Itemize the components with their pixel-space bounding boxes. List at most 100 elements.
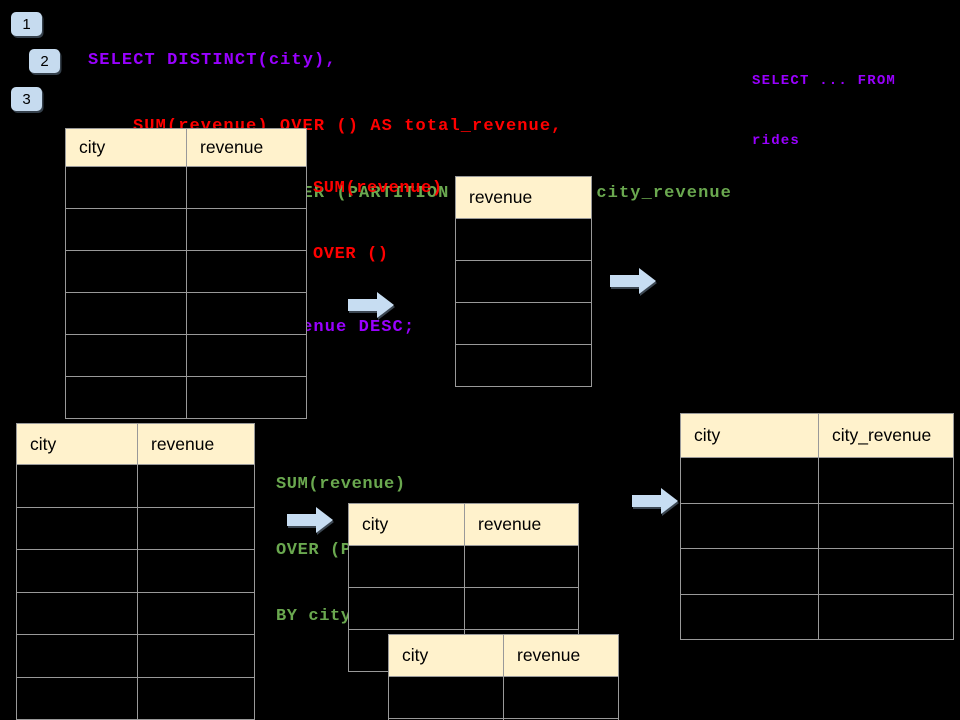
table-cell [66,293,186,334]
step-badge-3: 3 [11,87,42,111]
table-cell [17,465,137,507]
table-row [66,208,306,250]
table-row [389,677,618,718]
column-header-city-revenue: city_revenue [818,414,953,457]
table-cell [186,293,306,334]
table-cell [349,546,464,587]
table-cell [186,251,306,292]
column-header-city: city [362,514,389,534]
arrow-shaft [610,275,639,287]
table-cell [137,677,254,719]
table-cell [66,335,186,376]
table-cell [137,550,254,592]
arrow-shaft [348,299,377,311]
table-header-row: city revenue [17,424,254,465]
arrow-right-icon [348,292,394,318]
table-cell [17,508,137,550]
table-cell [389,677,503,718]
table-cell [681,504,818,549]
from-snippet-line-1: SELECT ... FROM [752,73,897,89]
column-header-revenue: revenue [137,424,254,464]
column-header-revenue: revenue [469,187,533,207]
table-header-row: revenue [456,177,591,219]
table-cell [818,503,953,548]
table-cell [17,550,137,592]
table-cell [818,458,953,503]
table-cell [456,303,591,344]
table-row [66,167,306,208]
table-cell [137,592,254,634]
column-header-city: city [694,425,721,445]
table-cell [456,219,591,260]
column-header-city: city [30,433,57,454]
table-cell [186,335,306,376]
table-cell [186,209,306,250]
table-row [681,458,953,503]
arrow-right-icon [610,268,656,294]
table-cell [349,588,464,629]
table-row [66,292,306,334]
table-cell [66,251,186,292]
table-header-row: city revenue [66,129,306,167]
table-cell [464,546,578,587]
table-row [17,465,254,507]
table-cell [137,507,254,549]
table-partition-front: city revenue [388,634,619,720]
arrow-head [639,268,656,294]
arrow-shaft [287,514,316,526]
table-total-revenue-result: revenue [455,176,592,387]
arrow-head [377,292,394,318]
table-row [349,546,578,587]
partition-annotation-line-1: SUM(revenue) [276,475,406,494]
from-snippet-line-2: rides [752,133,801,149]
table-row [66,250,306,292]
total-revenue-annotation: SUM(revenue) OVER () [313,134,443,310]
table-row [349,587,578,629]
table-cell [66,209,186,250]
from-rides-snippet: SELECT ... FROM rides [752,31,896,191]
table-cell [137,465,254,507]
step-badge-2: 2 [29,49,60,73]
table-cell [137,635,254,677]
table-row [681,593,953,640]
table-cell [456,345,591,386]
table-cell [66,167,186,208]
column-header-revenue: revenue [464,504,578,545]
table-row [456,260,591,302]
table-source-top: city revenue [65,128,307,419]
step-badge-1: 1 [11,12,42,36]
sql-line-select: SELECT DISTINCT(city), [88,50,337,70]
table-row [17,549,254,592]
total-annotation-line-1: SUM(revenue) [313,179,443,198]
table-cell [818,549,953,594]
column-header-city: city [402,645,429,665]
table-row [17,676,254,719]
table-row [17,634,254,677]
column-header-revenue: revenue [503,635,618,676]
table-row [66,334,306,376]
table-final-result: city city_revenue [680,413,954,640]
table-cell [681,595,818,640]
table-cell [464,588,578,629]
table-row [681,548,953,594]
arrow-head [661,488,678,514]
table-header-row: city revenue [389,635,618,677]
table-header-row: city revenue [349,504,578,546]
table-row [66,376,306,418]
arrow-right-icon [632,488,678,514]
table-cell [17,593,137,635]
table-cell [186,377,306,418]
table-cell [66,377,186,418]
table-cell [456,261,591,302]
table-row [17,591,254,635]
table-row [456,302,591,344]
column-header-city: city [79,137,106,157]
arrow-head [316,507,333,533]
arrow-shaft [632,495,661,507]
table-cell [818,594,953,639]
table-cell [681,458,818,503]
table-cell [186,167,306,208]
table-cell [17,635,137,677]
table-cell [681,549,818,594]
